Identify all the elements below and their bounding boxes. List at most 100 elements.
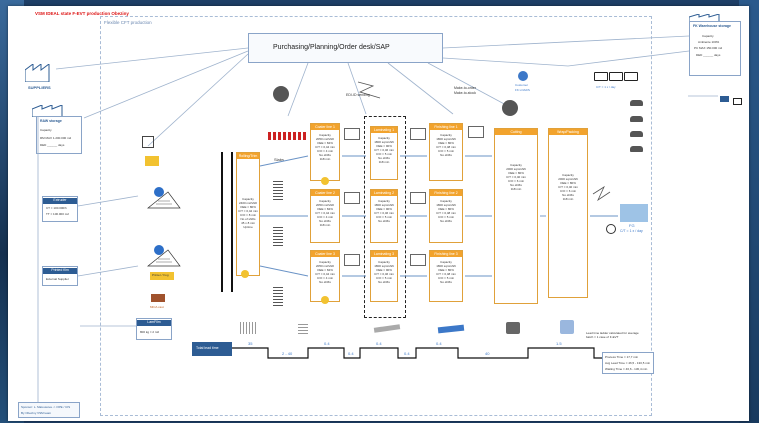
kaizen-burst-2 (241, 270, 249, 278)
process-finishing-2-body: Capacity 1800 sqm/shift OEE = 80% C/T = … (436, 199, 456, 224)
truck-icon-2 (609, 72, 623, 81)
kaizen-burst-3 (321, 296, 329, 304)
robot-icon-2 (502, 100, 518, 116)
timeline-value-3: 0.4 (324, 341, 330, 346)
raw-storage-title: RAW storage (40, 119, 62, 123)
kanban-icon (142, 136, 154, 148)
kaizen-burst-1 (321, 177, 329, 185)
timeline-value-5: 0.4 (376, 341, 382, 346)
timeline-value-7: 0.4 (436, 341, 442, 346)
process-cutting-body: Capacity 2000 sqm/shift OEE = 80% C/T = … (506, 163, 526, 192)
customer-ship-sub: FK LOADS (515, 88, 530, 92)
product-icon-5 (506, 322, 520, 334)
supplier-factory-icon (24, 63, 55, 83)
slab-vertical-icon-3 (273, 286, 283, 306)
machine-icon-1 (344, 128, 360, 140)
process-wrap-packing-title: Wrap/Packing (549, 129, 587, 135)
make-to-order-label: Make-to-order (454, 86, 476, 90)
process-coater-2-title: Coater line 2 (311, 190, 339, 196)
process-finishing-1-title: Finishing line 1 (430, 124, 462, 130)
edi-label: EDI-ID sending (346, 93, 370, 97)
process-finishing-2-title: Finishing line 2 (430, 190, 462, 196)
timeline-value-4: 0.4 (348, 351, 354, 356)
rolling-machine-icon (221, 152, 233, 292)
vsm-title: VSM IDEAL state F-EVT production Obeziny (35, 11, 129, 16)
footer-line-1: Sponsor: L. Matousova -> OPE / CIS (21, 405, 71, 409)
process-finishing-3: Finishing line 3 Capacity 1800 sqm/shift… (429, 250, 463, 302)
process-laminating-3: Laminating 3 Capacity 1800 sqm/shift OEE… (370, 250, 398, 302)
frame-label: Flexible CFT production (104, 20, 152, 25)
process-laminating-3-title: Laminating 3 (371, 251, 397, 257)
printed-film-title: Printed film (43, 268, 77, 274)
timeline-value-6: 0.4 (404, 351, 410, 356)
process-laminating-3-body: Capacity 1800 sqm/shift OEE = 90% C/T = … (374, 260, 394, 285)
process-coater-3-title: Coater line 3 (311, 251, 339, 257)
slab-vertical-icon-1 (273, 180, 283, 200)
slab-stack-icon-1 (268, 132, 308, 140)
process-coater-2: Coater line 2 Capacity 2050 m2/shift OEE… (310, 189, 340, 243)
product-icon-6 (560, 320, 574, 334)
process-coater-1-title: Coater line 1 (311, 124, 339, 130)
extruder-box: Extruder CT = 100.000/h TT = 100.000 m2 (42, 196, 78, 222)
car-icon-1 (630, 100, 643, 106)
process-finishing-3-title: Finishing line 3 (430, 251, 462, 257)
extruder-line-2: TT = 100.000 m2 (46, 212, 69, 216)
lead-time-start-box (192, 342, 232, 356)
side-truck-icon-2 (733, 98, 742, 105)
raw-storage-factory-icon (31, 104, 80, 118)
printer-label: Printer / Fog (152, 273, 169, 277)
summary-box: Process Time = 17,7 min Avg Lead Time = … (602, 352, 654, 374)
truck-icon-3 (624, 72, 638, 81)
customer-ship-label: Customer (515, 83, 529, 87)
fg-box (620, 204, 648, 222)
planning-label: Purchasing/Planning/Order desk/SAP (273, 44, 390, 51)
footer-line-2: By Obeziny VSM team (21, 411, 52, 415)
car-icon-3 (630, 131, 643, 137)
summary-line-1: Process Time = 17,7 min (605, 355, 639, 359)
machine-icon-3 (344, 192, 360, 204)
timeline-ladder (232, 347, 648, 359)
laminating-zone (364, 116, 406, 318)
process-coater-2-body: Capacity 2050 m2/shift OEE = 84% C/T = 0… (315, 199, 335, 228)
stock-icon (151, 294, 165, 302)
summary-line-2: Avg Lead Time = 46,5 - 130,5 min (605, 361, 651, 365)
process-laminating-1-body: Capacity 1800 sqm/shift OEE = 90% C/T = … (374, 136, 394, 165)
raw-storage-box: RAW storage Capacity RM MAX 1.200.000 m2… (36, 116, 82, 154)
process-coater-1: Coater line 1 Capacity 2050 m2/shift OEE… (310, 123, 340, 181)
process-finishing-1-body: Capacity 1800 sqm/shift OEE = 80% C/T = … (436, 133, 456, 158)
machine-icon-5 (344, 254, 360, 266)
customer-line-4: DED ______ days (696, 53, 721, 57)
lamfilm-box: LamFilm 800 kg = 2 roll (136, 318, 172, 340)
customer-person-icon (518, 71, 528, 81)
process-laminating-1-title: Laminating 1 (371, 127, 397, 133)
extruder-title: Extruder (43, 198, 77, 204)
delivery-frequency: C/T = 1 x / day (596, 85, 616, 89)
process-laminating-1: Laminating 1 Capacity 1800 sqm/shift OEE… (370, 126, 398, 180)
car-icon-2 (630, 116, 643, 122)
fg-label: FG (629, 223, 635, 228)
summary-line-3: Waiting Time = 46,6 - 130,4 min (605, 367, 648, 371)
process-laminating-2-title: Laminating 2 (371, 190, 397, 196)
process-coater-3: Coater line 3 Capacity 2050 m2/shift OEE… (310, 250, 340, 302)
lead-time-note: Lead time ladder calculated for average … (586, 331, 639, 339)
side-truck-icon (720, 96, 729, 102)
truck-icon-1 (594, 72, 608, 81)
raw-storage-line-1: Capacity (40, 128, 52, 132)
inventory-triangles (147, 187, 181, 267)
printer-label-box (150, 272, 174, 280)
process-coater-3-body: Capacity 2050 m2/shift OEE = 84% C/T = 0… (315, 260, 335, 285)
process-wrap-packing: Wrap/Packing Capacity 2000 sqm/shift OEE… (548, 128, 588, 298)
process-cutting-title: Cutting (495, 129, 537, 135)
timeline-value-9: 1.5 (556, 341, 562, 346)
fg-signal-icon (606, 224, 616, 234)
car-icon-4 (630, 146, 643, 152)
make-to-stock-label: Make-to-stock (454, 91, 476, 95)
information-flow-lines (37, 35, 718, 406)
lamfilm-title: LamFilm (137, 320, 171, 326)
fg-sub: C/T = 1 x / day (620, 229, 643, 233)
product-icon-2 (298, 322, 308, 334)
process-finishing-1: Finishing line 1 Capacity 1800 sqm/shift… (429, 123, 463, 181)
timeline-value-2: 2 - 40 (282, 351, 293, 356)
extruder-line-1: CT = 100.000/h (46, 206, 67, 210)
machine-icon-6 (410, 254, 426, 266)
